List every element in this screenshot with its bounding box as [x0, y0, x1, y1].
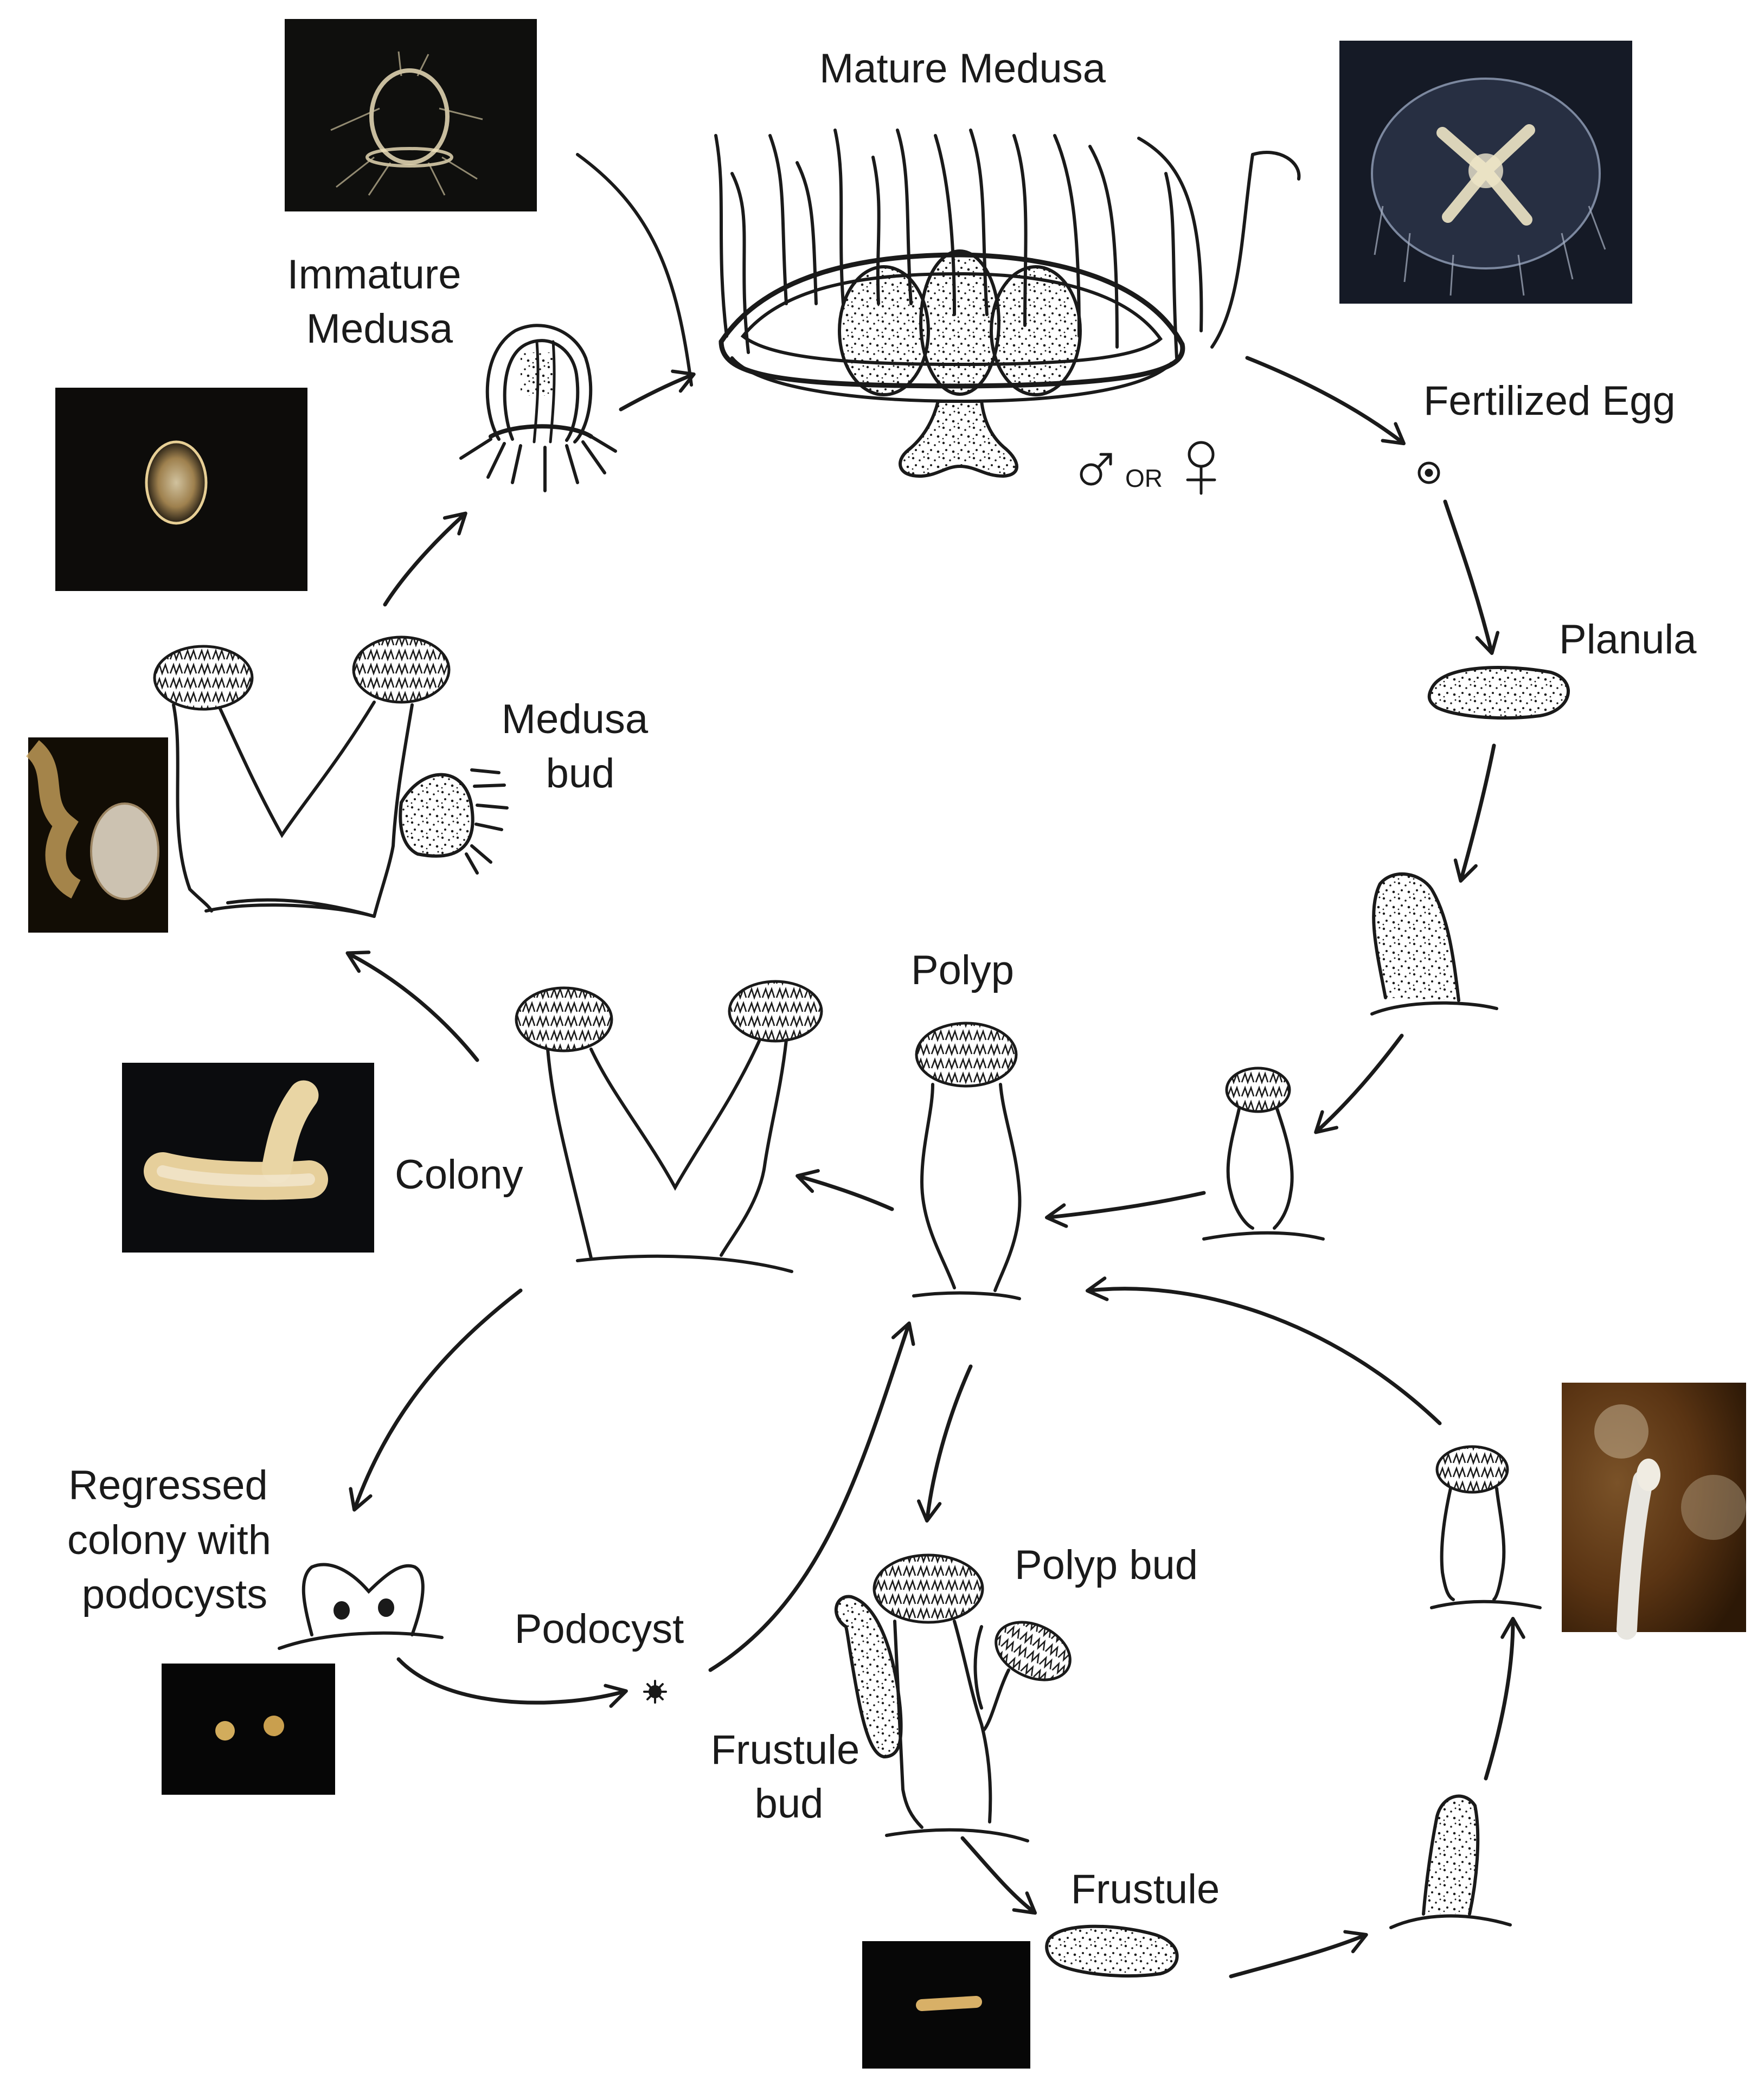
gonad-right	[990, 265, 1082, 396]
colony-drawing	[515, 980, 823, 1273]
planula-drawing	[1427, 666, 1570, 720]
arrow-medusa-bud-to-immature	[383, 511, 467, 607]
young-polyp-right-drawing	[1430, 1445, 1542, 1609]
label-frustule: Frustule	[1071, 1866, 1220, 1912]
fertilized-egg-drawing	[1417, 461, 1440, 484]
polyp-bud	[973, 1625, 1010, 1731]
arrow-egg-to-planula	[1443, 499, 1500, 655]
arrow-podocyst-to-polyp	[708, 1321, 915, 1672]
photo-colony	[122, 1063, 374, 1253]
arrow-immature-to-mature	[619, 369, 696, 412]
gonad-left	[838, 265, 930, 396]
photo-mature-medusa	[1339, 41, 1632, 304]
arrow-colony-to-regressed	[349, 1288, 523, 1512]
label-fertilized-egg: Fertilized Egg	[1423, 378, 1676, 424]
immature-medusa-drawing	[459, 324, 617, 492]
arrow-settled-to-young-polyp	[1314, 1033, 1404, 1134]
settled-frustule-drawing	[1389, 1794, 1512, 1929]
sex-symbols: OR	[1080, 441, 1216, 495]
cycle-arrows	[345, 356, 1525, 1979]
photo-immature-medusa	[285, 19, 537, 211]
label-mature-medusa: Mature Medusa	[819, 46, 1106, 92]
arrow-polyp-to-colony	[796, 1169, 894, 1211]
medusa-bud-bell	[399, 773, 474, 858]
photo-frustule	[862, 1941, 1030, 2069]
arrow-colony-to-medusa-bud	[345, 951, 479, 1062]
bell-outer-rim	[719, 252, 1185, 389]
polyp-drawing	[912, 1022, 1022, 1300]
female-symbol-icon	[1188, 441, 1215, 468]
label-regressed-3: podocysts	[82, 1571, 267, 1617]
label-regressed-2: colony with	[67, 1517, 271, 1563]
medusa-bud-colony-drawing	[153, 635, 509, 918]
label-planula: Planula	[1559, 617, 1697, 663]
arrow-planula-to-settled	[1453, 743, 1496, 883]
podocyst-dot	[333, 1601, 350, 1620]
male-symbol-icon	[1080, 463, 1102, 486]
arrow-right-polyp-to-polyp	[1085, 1276, 1442, 1425]
label-colony: Colony	[395, 1152, 523, 1198]
settled-planula-drawing	[1370, 872, 1498, 1016]
manubrium	[899, 400, 1018, 478]
label-regressed-1: Regressed	[68, 1462, 268, 1508]
frustule-drawing	[1045, 1924, 1179, 1978]
label-polyp-bud: Polyp bud	[1015, 1542, 1198, 1588]
arrow-regressed-to-podocyst	[396, 1657, 628, 1708]
label-medusa-bud-1: Medusa	[502, 696, 649, 742]
label-medusa-bud-2: bud	[546, 750, 615, 797]
photo-podocysts	[162, 1664, 335, 1795]
label-immature-medusa-2: Medusa	[306, 306, 453, 352]
arrow-settled-to-right-polyp	[1484, 1616, 1525, 1781]
photo-small-medusa	[55, 388, 307, 591]
budding-polyp-drawing	[835, 1553, 1072, 1842]
gonad-center	[919, 249, 1000, 396]
podocyst-dot	[378, 1598, 394, 1617]
arrow-budding-to-frustule	[960, 1836, 1037, 1915]
photo-young-polyp	[1562, 1383, 1746, 1640]
young-polyp-drawing	[1202, 1067, 1325, 1241]
arrow-frustule-to-settled	[1229, 1930, 1368, 1979]
label-polyp: Polyp	[911, 947, 1014, 993]
label-frustule-bud-1: Frustule	[711, 1727, 860, 1773]
label-podocyst: Podocyst	[515, 1606, 684, 1652]
regressed-colony-drawing	[278, 1563, 444, 1650]
arrow-young-polyp-to-polyp	[1044, 1191, 1206, 1228]
stage-labels: Mature Medusa Immature Medusa Fertilized…	[67, 46, 1697, 1912]
arrow-mature-to-egg	[1245, 356, 1406, 446]
label-immature-medusa-1: Immature	[287, 252, 461, 298]
podocyst-drawing	[643, 1680, 667, 1704]
frustule-bud	[835, 1595, 903, 1759]
arrow-polyp-to-budding	[917, 1364, 973, 1523]
sex-symbol-or: OR	[1125, 464, 1163, 492]
mature-medusa-drawing	[576, 129, 1301, 478]
photo-medusa-bud	[25, 737, 168, 933]
label-frustule-bud-2: bud	[755, 1781, 824, 1827]
